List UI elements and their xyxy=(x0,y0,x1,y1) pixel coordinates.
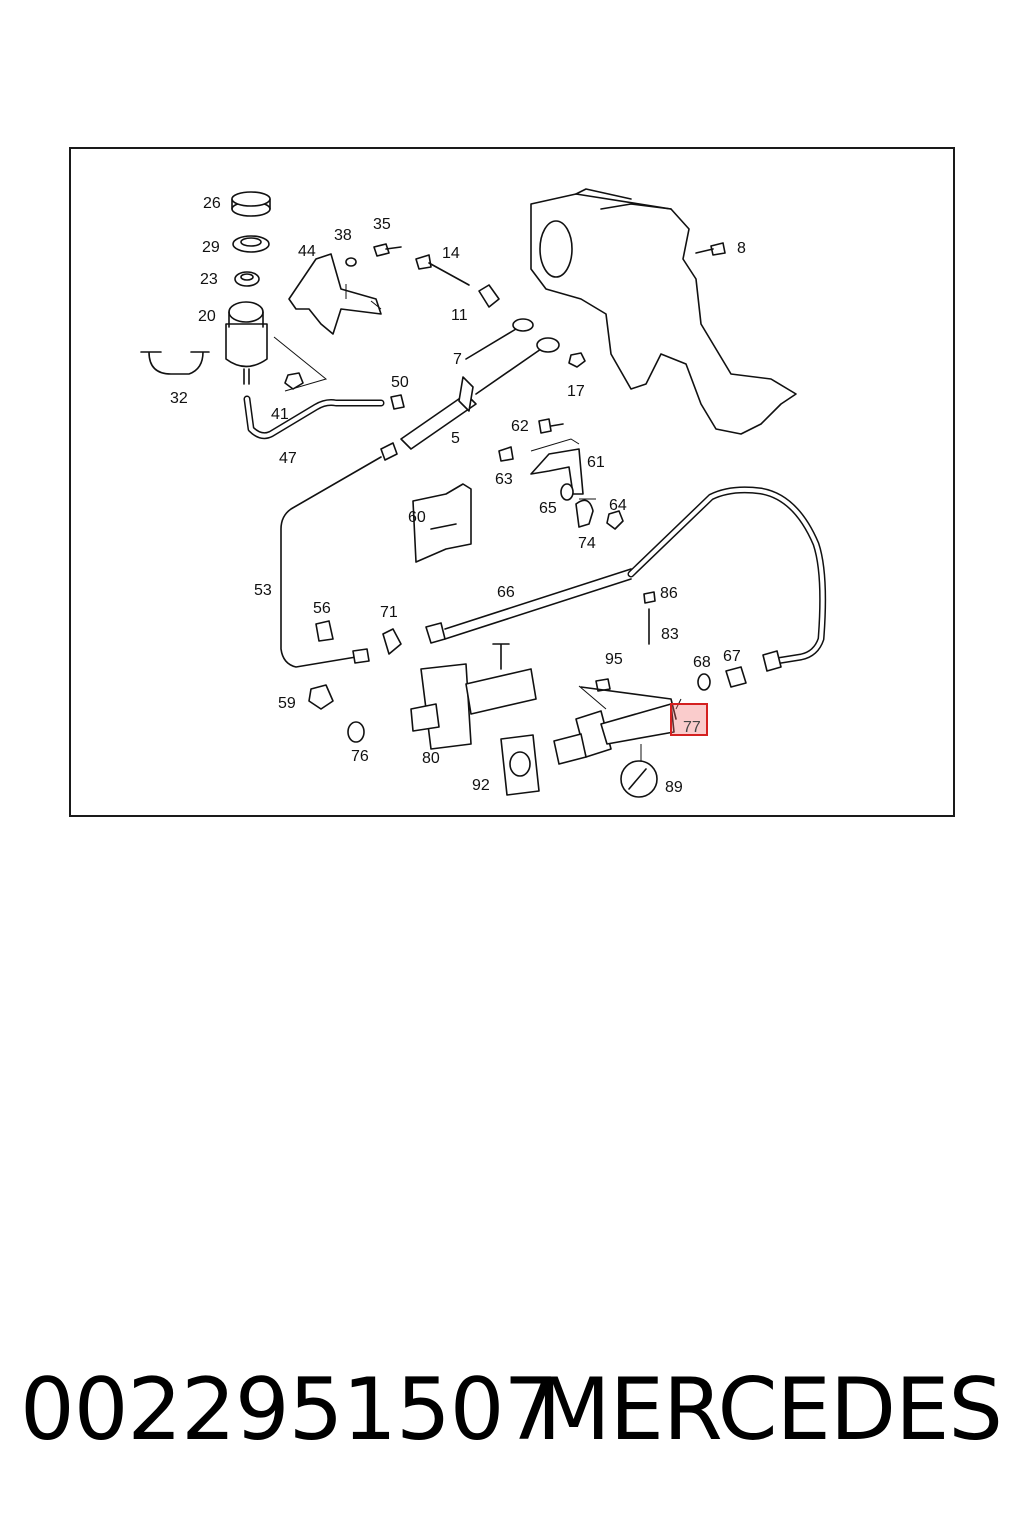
callout-92: 92 xyxy=(472,777,490,794)
callout-80: 80 xyxy=(422,750,440,767)
callout-56: 56 xyxy=(313,600,331,617)
callout-7: 7 xyxy=(453,351,462,368)
callout-65: 65 xyxy=(539,500,557,517)
callout-11: 11 xyxy=(451,307,468,324)
callout-53: 53 xyxy=(254,582,272,599)
callout-47: 47 xyxy=(279,450,297,467)
callout-14: 14 xyxy=(442,245,460,262)
callout-74: 74 xyxy=(578,535,596,552)
footer: 0022951507 MERCEDES xyxy=(0,1360,1024,1470)
callout-5: 5 xyxy=(451,430,460,447)
part-drawings xyxy=(140,188,827,798)
callout-50: 50 xyxy=(391,374,409,391)
callout-64: 64 xyxy=(609,497,627,514)
callout-20: 20 xyxy=(198,308,216,325)
callout-60: 60 xyxy=(408,509,426,526)
callout-83: 83 xyxy=(661,626,679,643)
callout-26: 26 xyxy=(203,195,221,212)
callout-44: 44 xyxy=(298,243,316,260)
callout-38: 38 xyxy=(334,227,352,244)
callout-32: 32 xyxy=(170,390,188,407)
callout-66: 66 xyxy=(497,584,515,601)
callout-71: 71 xyxy=(380,604,398,621)
part-number: 0022951507 xyxy=(20,1360,558,1460)
callout-17: 17 xyxy=(567,383,585,400)
callout-63: 63 xyxy=(495,471,513,488)
callout-86: 86 xyxy=(660,585,678,602)
callout-23: 23 xyxy=(200,271,218,288)
callout-35: 35 xyxy=(373,216,391,233)
callout-76: 76 xyxy=(351,748,369,765)
callout-89: 89 xyxy=(665,779,683,796)
callout-68: 68 xyxy=(693,654,711,671)
callout-95: 95 xyxy=(605,651,623,668)
callout-77: 77 xyxy=(683,719,701,736)
parts-diagram: 26 29 23 20 32 38 35 44 14 11 8 7 17 41 … xyxy=(140,188,827,798)
callout-59: 59 xyxy=(278,695,296,712)
callout-29: 29 xyxy=(202,239,220,256)
callout-41: 41 xyxy=(271,406,289,423)
callout-67: 67 xyxy=(723,648,741,665)
brand-name: MERCEDES xyxy=(536,1360,1003,1460)
highlight-box-77 xyxy=(670,703,708,736)
callout-61: 61 xyxy=(587,454,605,471)
parts-diagram-frame: 26 29 23 20 32 38 35 44 14 11 8 7 17 41 … xyxy=(69,147,955,817)
callout-8: 8 xyxy=(737,240,746,257)
callout-62: 62 xyxy=(511,418,529,435)
callout-labels: 26 29 23 20 32 38 35 44 14 11 8 7 17 41 … xyxy=(170,195,746,796)
